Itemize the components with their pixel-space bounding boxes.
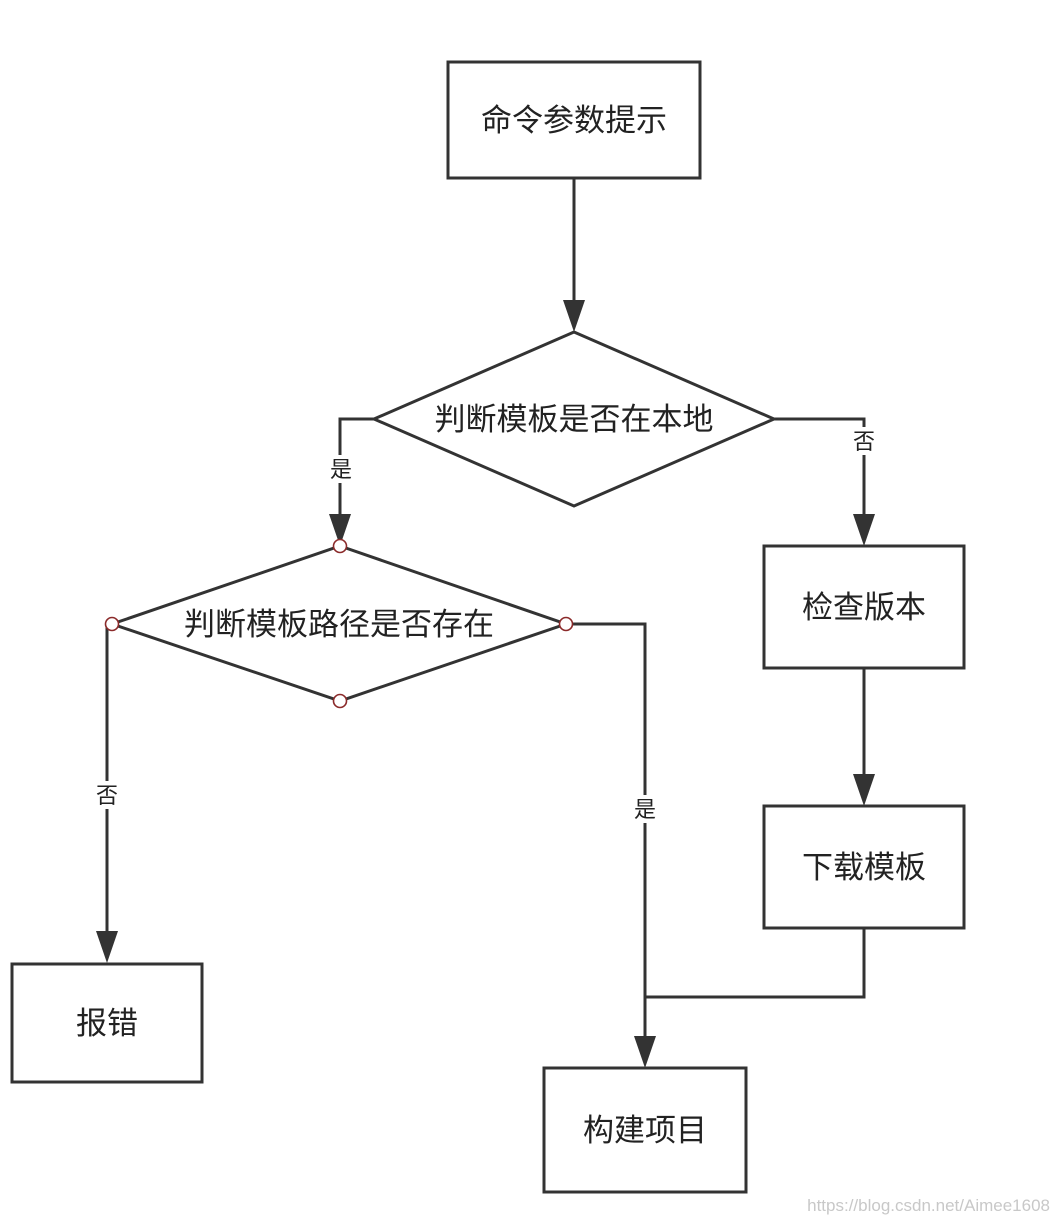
edge-local-no [774, 417, 866, 517]
arrowhead [853, 514, 875, 546]
node-check-local-label: 判断模板是否在本地 [435, 402, 714, 438]
edge-label-local-yes: 是 [330, 458, 352, 483]
node-download-template [762, 804, 966, 930]
edge-label-local-no: 否 [853, 430, 875, 455]
arrowhead [853, 774, 875, 806]
node-build-project-label: 构建项目 [583, 1113, 707, 1149]
node-cmd-hint-label: 命令参数提示 [481, 103, 667, 139]
arrowhead [563, 300, 585, 332]
node-report-error-label: 报错 [76, 1006, 138, 1042]
arrowhead [96, 931, 118, 963]
node-download-template-label: 下载模板 [802, 850, 926, 886]
node-check-local [370, 330, 778, 508]
edge-path-no [105, 622, 112, 934]
node-report-error [10, 962, 204, 1084]
node-check-version [762, 544, 966, 670]
edge-label-path-yes: 是 [634, 798, 656, 823]
anchor-point-top[interactable] [332, 538, 348, 554]
node-cmd-hint [446, 60, 702, 180]
edge-path-yes [566, 622, 647, 1039]
edge-local-yes [338, 417, 374, 517]
anchor-point-right[interactable] [558, 616, 574, 632]
anchor-point-bottom[interactable] [332, 693, 348, 709]
arrowhead [634, 1036, 656, 1068]
arrowhead [329, 514, 351, 546]
watermark: https://blog.csdn.net/Aimee1608 [807, 1196, 1050, 1215]
node-check-path-label: 判断模板路径是否存在 [184, 607, 494, 643]
anchor-point-left[interactable] [104, 616, 120, 632]
edge-download-to-build [645, 928, 866, 999]
edge-label-path-no: 否 [96, 784, 118, 809]
node-build-project [542, 1066, 748, 1194]
node-check-version-label: 检查版本 [802, 590, 926, 626]
